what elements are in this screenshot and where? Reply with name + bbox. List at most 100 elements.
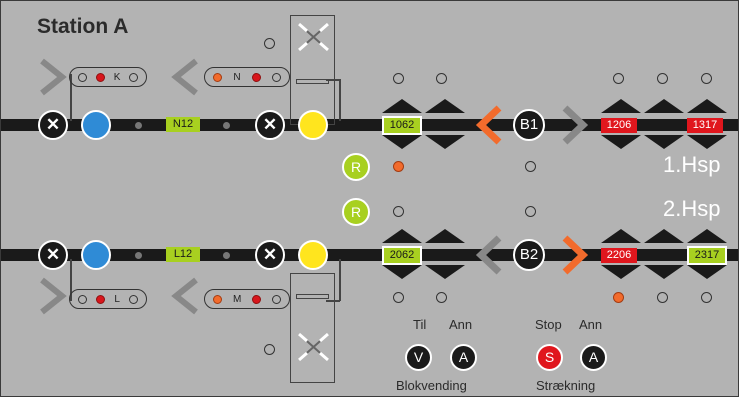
- v-button[interactable]: V: [405, 344, 432, 371]
- pill-label: L: [114, 293, 120, 305]
- lamp: [393, 73, 404, 84]
- lamp-red: [251, 294, 261, 304]
- lamp: [657, 73, 668, 84]
- lamp: [525, 161, 536, 172]
- lamp-red: [95, 72, 105, 82]
- chevron-right-icon: [40, 58, 67, 96]
- signal-pill-n: N: [204, 67, 290, 87]
- lamp: [701, 73, 712, 84]
- up-down-arrow-icon[interactable]: [687, 99, 727, 149]
- connector-line: [339, 259, 341, 301]
- up-down-arrow-icon[interactable]: [644, 229, 684, 279]
- lamp-red: [251, 72, 261, 82]
- up-down-arrow-icon[interactable]: [601, 229, 641, 279]
- lamp: [129, 72, 139, 82]
- lamp: [393, 206, 404, 217]
- lamp: [264, 38, 275, 49]
- lamp: [436, 73, 447, 84]
- lamp: [129, 294, 139, 304]
- point-indicator: [296, 294, 329, 299]
- pill-label: N: [233, 71, 241, 83]
- lamp: [393, 292, 404, 303]
- connector-line: [339, 79, 341, 121]
- connector-line: [70, 259, 72, 301]
- cancel-button[interactable]: ✕: [255, 240, 285, 270]
- connector-line: [326, 300, 340, 302]
- blokvending-label: Blokvending: [396, 378, 467, 393]
- up-down-arrow-icon[interactable]: [425, 229, 465, 279]
- signal-pill-k: K: [69, 67, 147, 87]
- signal-pill-m: M: [204, 289, 290, 309]
- track-label: N12: [166, 117, 200, 132]
- route-button[interactable]: R: [342, 198, 370, 226]
- track-name-2: 2.Hsp: [663, 196, 721, 221]
- signal-button-blue[interactable]: [81, 110, 111, 140]
- lamp: [657, 292, 668, 303]
- stop-label: Stop: [535, 317, 562, 332]
- straekning-label: Strækning: [536, 378, 596, 393]
- lamp-red: [96, 294, 106, 304]
- lamp: [525, 206, 536, 217]
- a-button[interactable]: A: [580, 344, 607, 371]
- lamp: [701, 292, 712, 303]
- ann-label: Ann: [579, 317, 603, 332]
- route-button[interactable]: R: [342, 153, 370, 181]
- chevron-right-icon: [40, 277, 67, 315]
- cancel-button[interactable]: ✕: [38, 240, 68, 270]
- s-button[interactable]: S: [536, 344, 563, 371]
- lamp: [264, 344, 275, 355]
- cancel-button[interactable]: ✕: [255, 110, 285, 140]
- up-down-arrow-icon[interactable]: [425, 99, 465, 149]
- lamp-orange: [393, 161, 404, 172]
- connector-line: [70, 74, 72, 121]
- til-label: Til: [413, 317, 427, 332]
- pill-label: M: [232, 293, 242, 305]
- point-indicator: [296, 79, 329, 84]
- lamp-orange: [613, 292, 624, 303]
- lamp: [436, 292, 447, 303]
- track-section-label: 2062: [382, 246, 422, 265]
- chevron-left-icon: [171, 58, 198, 96]
- point-machine-bottom[interactable]: [290, 273, 335, 383]
- cross-switch-icon: [298, 332, 329, 362]
- signal-button-yellow[interactable]: [298, 240, 328, 270]
- track-dot: [223, 252, 230, 259]
- lamp: [271, 72, 281, 82]
- lamp-orange: [213, 294, 223, 304]
- track-dot: [135, 252, 142, 259]
- up-down-arrow-icon[interactable]: [687, 229, 727, 279]
- track-dot: [135, 122, 142, 129]
- track-section-label: 1317: [687, 118, 723, 133]
- point-machine-top[interactable]: [290, 15, 335, 125]
- chevron-left-icon[interactable]: [475, 235, 503, 275]
- cancel-button[interactable]: ✕: [38, 110, 68, 140]
- block-button-b1[interactable]: B1: [513, 109, 545, 141]
- lamp-orange: [213, 72, 223, 82]
- chevron-right-icon[interactable]: [561, 105, 589, 145]
- signal-button-yellow[interactable]: [298, 110, 328, 140]
- lamp: [271, 294, 281, 304]
- station-title: Station A: [37, 15, 129, 38]
- up-down-arrow-icon[interactable]: [644, 99, 684, 149]
- up-down-arrow-icon[interactable]: [382, 229, 422, 279]
- track-dot: [223, 122, 230, 129]
- pill-label: K: [113, 71, 121, 83]
- chevron-left-icon[interactable]: [475, 105, 503, 145]
- connector-line: [326, 79, 340, 81]
- track-section-label: 1062: [382, 116, 422, 135]
- up-down-arrow-icon[interactable]: [601, 99, 641, 149]
- ann-label: Ann: [449, 317, 473, 332]
- block-button-b2[interactable]: B2: [513, 239, 545, 271]
- signal-button-blue[interactable]: [81, 240, 111, 270]
- chevron-left-icon: [171, 277, 198, 315]
- track-section-label: 2206: [601, 248, 637, 263]
- track-name-1: 1.Hsp: [663, 152, 721, 177]
- chevron-right-icon[interactable]: [561, 235, 589, 275]
- track-section-label: 1206: [601, 118, 637, 133]
- track-section-label: 2317: [687, 246, 727, 265]
- a-button[interactable]: A: [450, 344, 477, 371]
- cross-switch-icon: [298, 22, 329, 52]
- lamp: [77, 294, 87, 304]
- up-down-arrow-icon[interactable]: [382, 99, 422, 149]
